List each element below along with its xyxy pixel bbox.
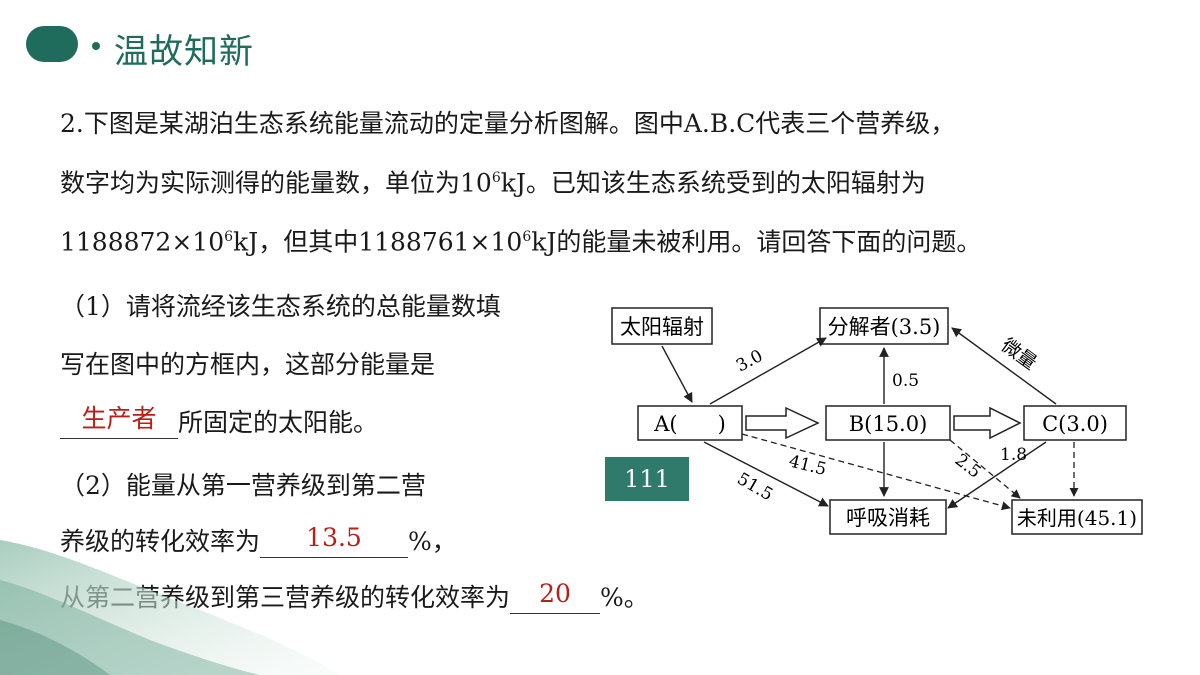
answer-efficiency-2: 20: [539, 579, 571, 608]
sun-label: 太阳辐射: [620, 315, 704, 339]
unused-label: 未利用(45.1): [1017, 506, 1137, 530]
q2-line-3-suffix: %。: [600, 583, 649, 612]
q2-line-2-prefix: 养级的转化效率为: [60, 527, 261, 556]
question-line-2-a: 数字均为实际测得的能量数，单位为10: [60, 168, 492, 198]
arrow-c-to-respiration: [947, 441, 1047, 509]
sun-box: [611, 307, 713, 345]
question-text: 2.下图是某湖泊生态系统能量流动的定量分析图解。图中A.B.C代表三个营养级， …: [60, 96, 1160, 270]
answer-blank-efficiency-2: 20: [510, 579, 601, 614]
question-line-3-b: kJ，但其中1188761×10: [233, 227, 523, 257]
label-trace: 微量: [997, 334, 1041, 374]
answer-efficiency-1: 13.5: [306, 523, 362, 552]
node-c-box: [1023, 405, 1127, 441]
q2-line-3-prefix: 从第二营养级到第三营养级的转化效率为: [60, 583, 511, 612]
answer-blank-efficiency-1: 13.5: [260, 523, 409, 558]
answer-producer: 生产者: [81, 404, 157, 433]
page-title: 温故知新: [114, 32, 254, 72]
label-3-0: 3.0: [733, 346, 766, 376]
energy-flow-diagram: 太阳辐射 分解者(3.5) A( ) B(15.0) C(3.0) 呼吸消耗 未…: [611, 307, 1143, 535]
label-0-5: 0.5: [892, 371, 919, 391]
label-2-5: 2.5: [951, 450, 985, 482]
label-1-8: 1.8: [1000, 445, 1027, 465]
arrow-a-to-decomposer: [709, 337, 827, 405]
answer-blank-producer: 生产者: [60, 404, 178, 439]
q1-line-2: 写在图中的方框内，这部分能量是: [60, 350, 436, 379]
decomposer-box: [819, 307, 949, 345]
arrow-sun-to-a: [661, 345, 693, 403]
superscript: 6: [491, 170, 501, 186]
question-line-3-a: 1188872×10: [60, 227, 225, 257]
superscript: 6: [522, 229, 532, 246]
arrow-b-to-c: [953, 406, 1022, 440]
q1-suffix: 所固定的太阳能。: [178, 408, 379, 437]
decomposer-label: 分解者(3.5): [828, 315, 941, 339]
question-line-2: 数字均为实际测得的能量数，单位为106kJ。已知该生态系统受到的太阳辐射为: [60, 151, 1160, 210]
question-line-2-b: kJ。已知该生态系统受到的太阳辐射为: [500, 168, 926, 198]
respiration-label: 呼吸消耗: [846, 506, 930, 530]
unused-box: [1011, 499, 1143, 535]
q2-line-2-suffix: %，: [408, 527, 457, 556]
node-b-box: [825, 405, 951, 441]
q1-line-1: （1）请将流经该生态系统的总能量数填: [60, 292, 501, 321]
node-a-box: [637, 405, 743, 441]
header-pill: [26, 26, 78, 62]
question-line-1: 2.下图是某湖泊生态系统能量流动的定量分析图解。图中A.B.C代表三个营养级，: [60, 109, 956, 138]
dashed-arrow-a-to-unused: [741, 433, 1011, 511]
dashed-arrow-b-to-unused: [949, 439, 1021, 499]
arrow-a-to-respiration: [703, 441, 829, 507]
sub-question-1: （1）请将流经该生态系统的总能量数填 写在图中的方框内，这部分能量是 生产者所固…: [60, 278, 600, 452]
arrow-a-to-b: [745, 406, 820, 440]
question-line-3: 1188872×106kJ，但其中1188761×106kJ的能量未被利用。请回…: [60, 210, 1160, 269]
total-energy-answer-box: 111: [605, 457, 689, 501]
bullet-dot: [92, 42, 100, 50]
label-51-5: 51.5: [734, 469, 777, 505]
superscript: 6: [224, 229, 234, 246]
node-c-label: C(3.0): [1042, 412, 1108, 436]
node-b-label: B(15.0): [849, 412, 928, 436]
arrow-c-to-decomposer: [951, 327, 1057, 405]
q2-line-3: 从第二营养级到第三营养级的转化效率为 20 %。: [60, 570, 820, 626]
q2-line-1: （2）能量从第一营养级到第二营: [60, 471, 426, 500]
respiration-box: [829, 499, 947, 535]
question-line-3-c: kJ的能量未被利用。请回答下面的问题。: [531, 227, 982, 257]
q1-line-3: 生产者所固定的太阳能。: [60, 394, 600, 452]
node-a-label: A( ): [653, 412, 726, 436]
